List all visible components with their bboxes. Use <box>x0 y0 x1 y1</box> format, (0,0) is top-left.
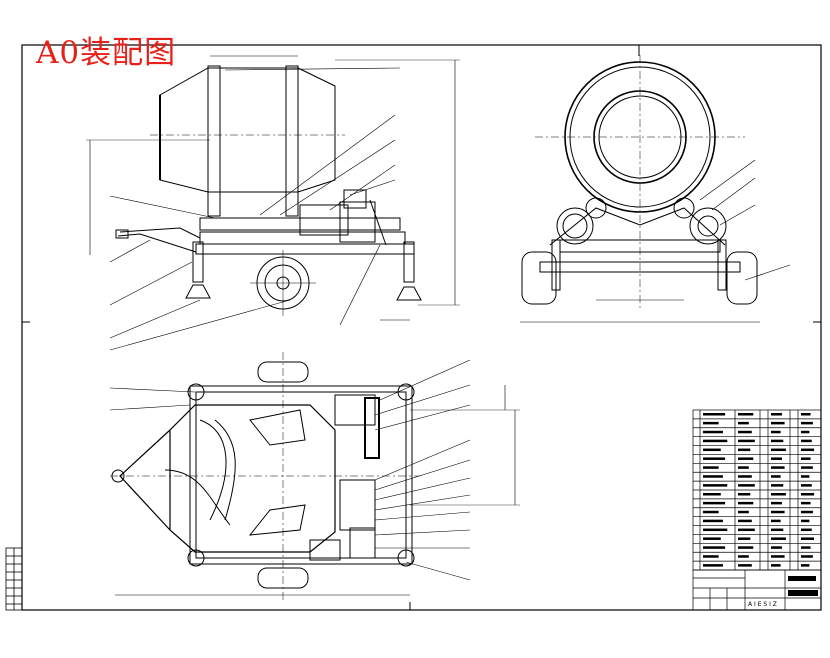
parts-cell-text <box>738 501 754 505</box>
scale-row: A I E S I Z <box>748 601 777 608</box>
parts-cell-text <box>801 493 815 496</box>
parts-cell-text <box>771 421 785 425</box>
side-view <box>520 55 791 323</box>
parts-cell-text <box>801 510 813 514</box>
parts-cell-text <box>738 537 751 540</box>
parts-cell-text <box>771 439 784 443</box>
parts-cell-text <box>771 466 785 469</box>
sheet-border <box>21 44 822 611</box>
parts-cell-text <box>703 528 728 532</box>
parts-cell-text <box>801 484 812 487</box>
parts-cell-text <box>738 466 749 469</box>
parts-cell-text <box>801 537 815 540</box>
parts-cell-text <box>771 537 786 540</box>
parts-cell-text <box>771 457 782 460</box>
top-view <box>109 352 520 600</box>
parts-cell-text <box>703 484 728 487</box>
parts-cell-text <box>771 528 784 532</box>
parts-cell-text <box>738 493 751 496</box>
parts-cell-text <box>801 564 810 567</box>
parts-cell-text <box>738 564 752 567</box>
parts-cell-text <box>703 501 726 505</box>
parts-cell-text <box>703 555 719 558</box>
parts-cell-text <box>801 430 810 434</box>
parts-cell-text <box>703 537 721 540</box>
parts-cell-text <box>771 413 782 416</box>
parts-cell-text <box>771 484 784 487</box>
parts-cell-text <box>703 457 726 460</box>
parts-cell-text <box>703 519 723 523</box>
parts-cell-text <box>703 448 721 452</box>
parts-cell-text <box>801 475 810 478</box>
parts-cell-text <box>738 475 752 478</box>
parts-cell-text <box>738 519 752 523</box>
parts-cell-text <box>771 555 785 558</box>
parts-cell-text <box>738 510 749 514</box>
left-stamp-table <box>5 547 23 611</box>
parts-cell-text <box>771 510 785 514</box>
parts-cell-text <box>771 564 781 567</box>
parts-cell-text <box>738 421 749 425</box>
parts-cell-text <box>801 413 811 416</box>
parts-cell-text <box>771 475 781 478</box>
parts-cell-text <box>771 546 782 549</box>
parts-cell-text <box>703 430 723 434</box>
parts-cell-text <box>801 457 811 460</box>
parts-cell-text <box>738 413 754 416</box>
parts-cell-text <box>771 448 786 452</box>
parts-cell-text <box>771 430 781 434</box>
parts-cell-text <box>703 510 719 514</box>
parts-cell-text <box>703 475 723 478</box>
parts-cell-text <box>703 439 728 443</box>
parts-cell-text <box>801 519 810 523</box>
parts-cell-text <box>738 484 755 487</box>
parts-cell-text <box>703 421 719 425</box>
parts-cell-text <box>703 546 726 549</box>
drawing-title: A0装配图 <box>36 35 177 71</box>
parts-cell-text <box>771 493 786 496</box>
parts-cell-text <box>801 448 815 452</box>
parts-cell-text <box>738 528 755 532</box>
parts-cell-text <box>703 466 719 469</box>
parts-cell-text <box>801 439 812 443</box>
parts-cell-text <box>738 555 749 558</box>
parts-cell-text <box>703 493 721 496</box>
parts-cell-text <box>801 501 811 505</box>
parts-cell-text <box>801 466 813 469</box>
parts-cell-text <box>801 555 813 558</box>
parts-cell-text <box>801 546 811 549</box>
parts-list-table <box>692 409 822 571</box>
parts-cell-text <box>703 564 723 567</box>
parts-cell-text <box>738 430 752 434</box>
parts-cell-text <box>771 501 782 505</box>
parts-cell-text <box>801 528 812 532</box>
title-block: A I E S I Z <box>692 569 822 611</box>
parts-cell-text <box>703 413 726 416</box>
parts-cell-text <box>771 519 781 523</box>
front-view <box>86 55 460 351</box>
parts-cell-text <box>738 448 751 452</box>
parts-cell-text <box>801 421 813 425</box>
parts-cell-text <box>738 546 754 549</box>
parts-cell-text <box>738 457 754 460</box>
parts-cell-text <box>738 439 755 443</box>
